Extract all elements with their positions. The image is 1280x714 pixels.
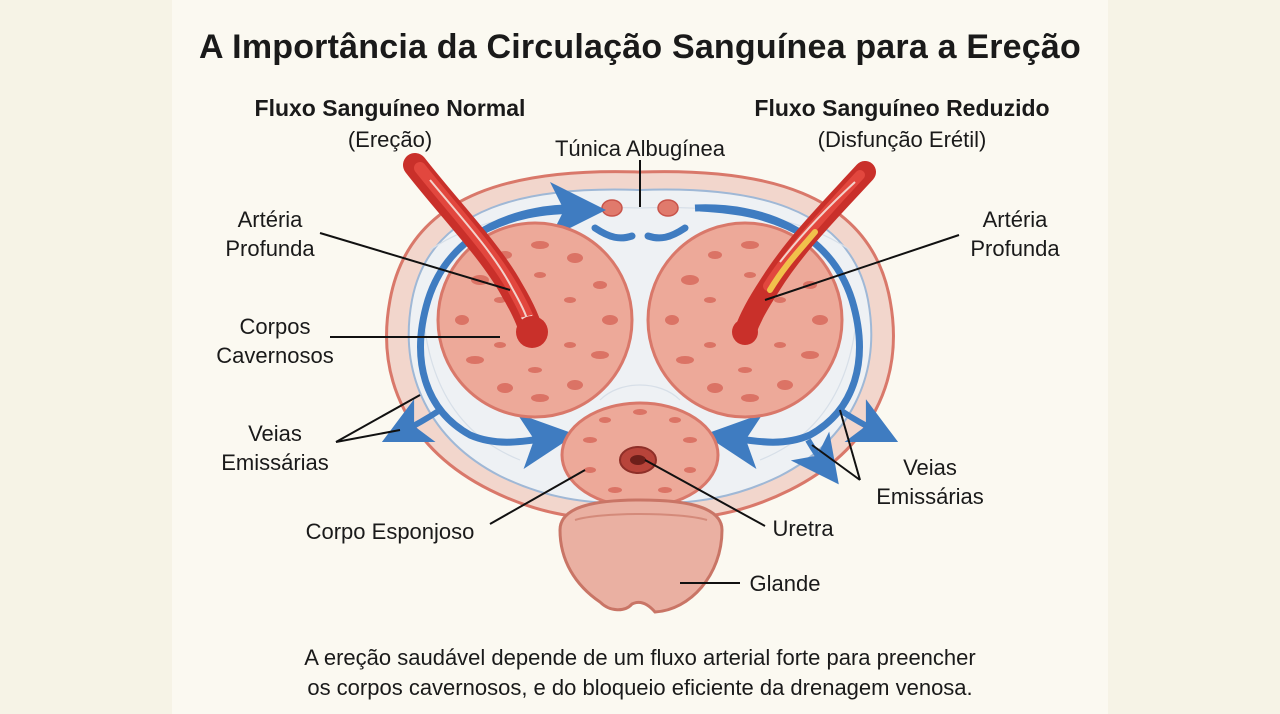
spongiosum-sinusoids [583,409,697,493]
leader-lines [319,160,960,584]
corpora-cavernosa-label-line1: Corpos [239,314,311,339]
normal-flow-subtitle: (Ereção) [347,127,433,152]
caption-line-2: os corpos cavernosos, e do bloqueio efic… [307,675,973,700]
corpora-cavernosa-label-line2: Cavernosos [216,343,334,368]
artery-left-label-line2: Profunda [225,236,315,261]
urethra-label: Uretra [772,516,834,541]
artery-left-label-line1: Artéria [237,207,303,232]
dorsal-vein-blue-right [644,224,689,242]
normal-flow-title: Fluxo Sanguíneo Normal [254,95,526,121]
reduced-flow-subtitle: (Disfunção Erétil) [817,127,987,152]
diagram-title: A Importância da Circulação Sanguínea pa… [199,28,1081,66]
emissary-veins-left-label-line1: Veias [248,421,302,446]
emissary-vein-left [381,399,442,443]
caption: A ereção saudável depende de um fluxo ar… [0,643,1280,703]
cavernous-sinusoids-right [665,241,828,402]
arterial-plaque [767,229,818,293]
tunica-albuginea-label: Túnica Albugínea [554,136,726,161]
emissary-veins-right-label-line1: Veias [903,455,957,480]
artery-right-label-line1: Artéria [982,207,1048,232]
corpus-spongiosum-label: Corpo Esponjoso [305,519,475,544]
cavernous-sinusoids-left [455,241,618,402]
dorsal-vein-left [601,199,623,217]
emissary-veins-left-label-line2: Emissárias [221,450,329,475]
dorsal-vein-right [657,199,679,217]
caption-line-1: A ereção saudável depende de um fluxo ar… [304,645,976,670]
glans-label: Glande [749,571,821,596]
emissary-veins-right-label-line2: Emissárias [876,484,984,509]
artery-right-label-line2: Profunda [970,236,1060,261]
emissary-vein-right-2 [790,431,839,485]
reduced-flow-title: Fluxo Sanguíneo Reduzido [754,95,1050,121]
emissary-vein-right-1 [838,399,899,443]
